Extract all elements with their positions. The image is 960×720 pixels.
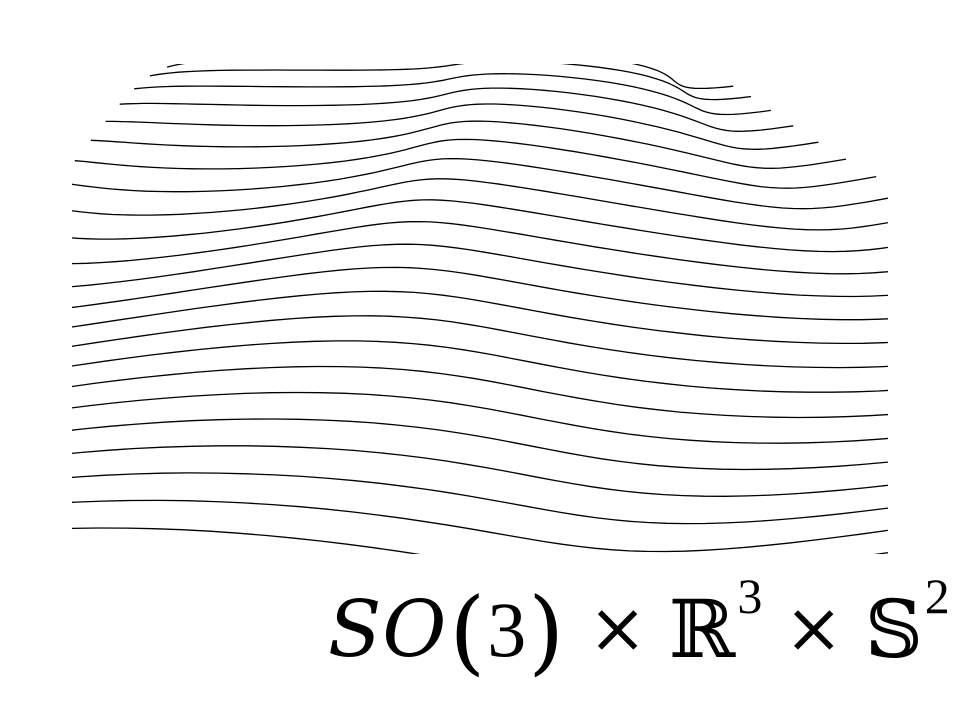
mesh-line	[72, 445, 888, 497]
close-paren: )	[528, 578, 565, 685]
mesh-line	[72, 315, 888, 369]
sphere-exponent: 2	[924, 568, 950, 624]
mesh-line	[119, 87, 794, 132]
mesh-line	[72, 266, 888, 321]
mesh-line	[72, 472, 888, 525]
times-operator-2: ×	[784, 587, 843, 669]
mesh-lines	[72, 64, 888, 554]
mesh-line	[72, 527, 888, 554]
warped-grid-mesh-icon	[72, 64, 888, 554]
mesh-line	[166, 64, 734, 90]
mesh-line	[72, 220, 888, 275]
times-operator-1: ×	[588, 587, 647, 669]
mesh-line	[72, 290, 888, 345]
group-argument: 3	[487, 586, 527, 673]
open-paren: (	[449, 578, 486, 685]
mesh-line	[72, 199, 888, 253]
mesh-line	[105, 103, 819, 150]
mesh-line	[134, 73, 771, 116]
mesh-line	[72, 365, 888, 419]
group-name: SO	[328, 585, 448, 675]
formula: SO ( 3 ) × ℝ 3 × 𝕊 2	[328, 568, 950, 690]
mesh-line	[149, 64, 752, 101]
mesh-line	[72, 499, 888, 553]
sphere-symbol: 𝕊	[865, 583, 923, 676]
mesh-line	[90, 120, 847, 169]
mesh-line	[72, 157, 888, 210]
real-numbers-symbol: ℝ	[668, 583, 736, 676]
mesh-line	[72, 243, 888, 298]
mesh-line	[72, 418, 888, 471]
mesh-line	[72, 391, 888, 444]
mesh-line	[74, 138, 877, 189]
real-exponent: 3	[737, 568, 763, 624]
mesh-line	[72, 340, 888, 393]
mesh-line	[72, 178, 888, 231]
